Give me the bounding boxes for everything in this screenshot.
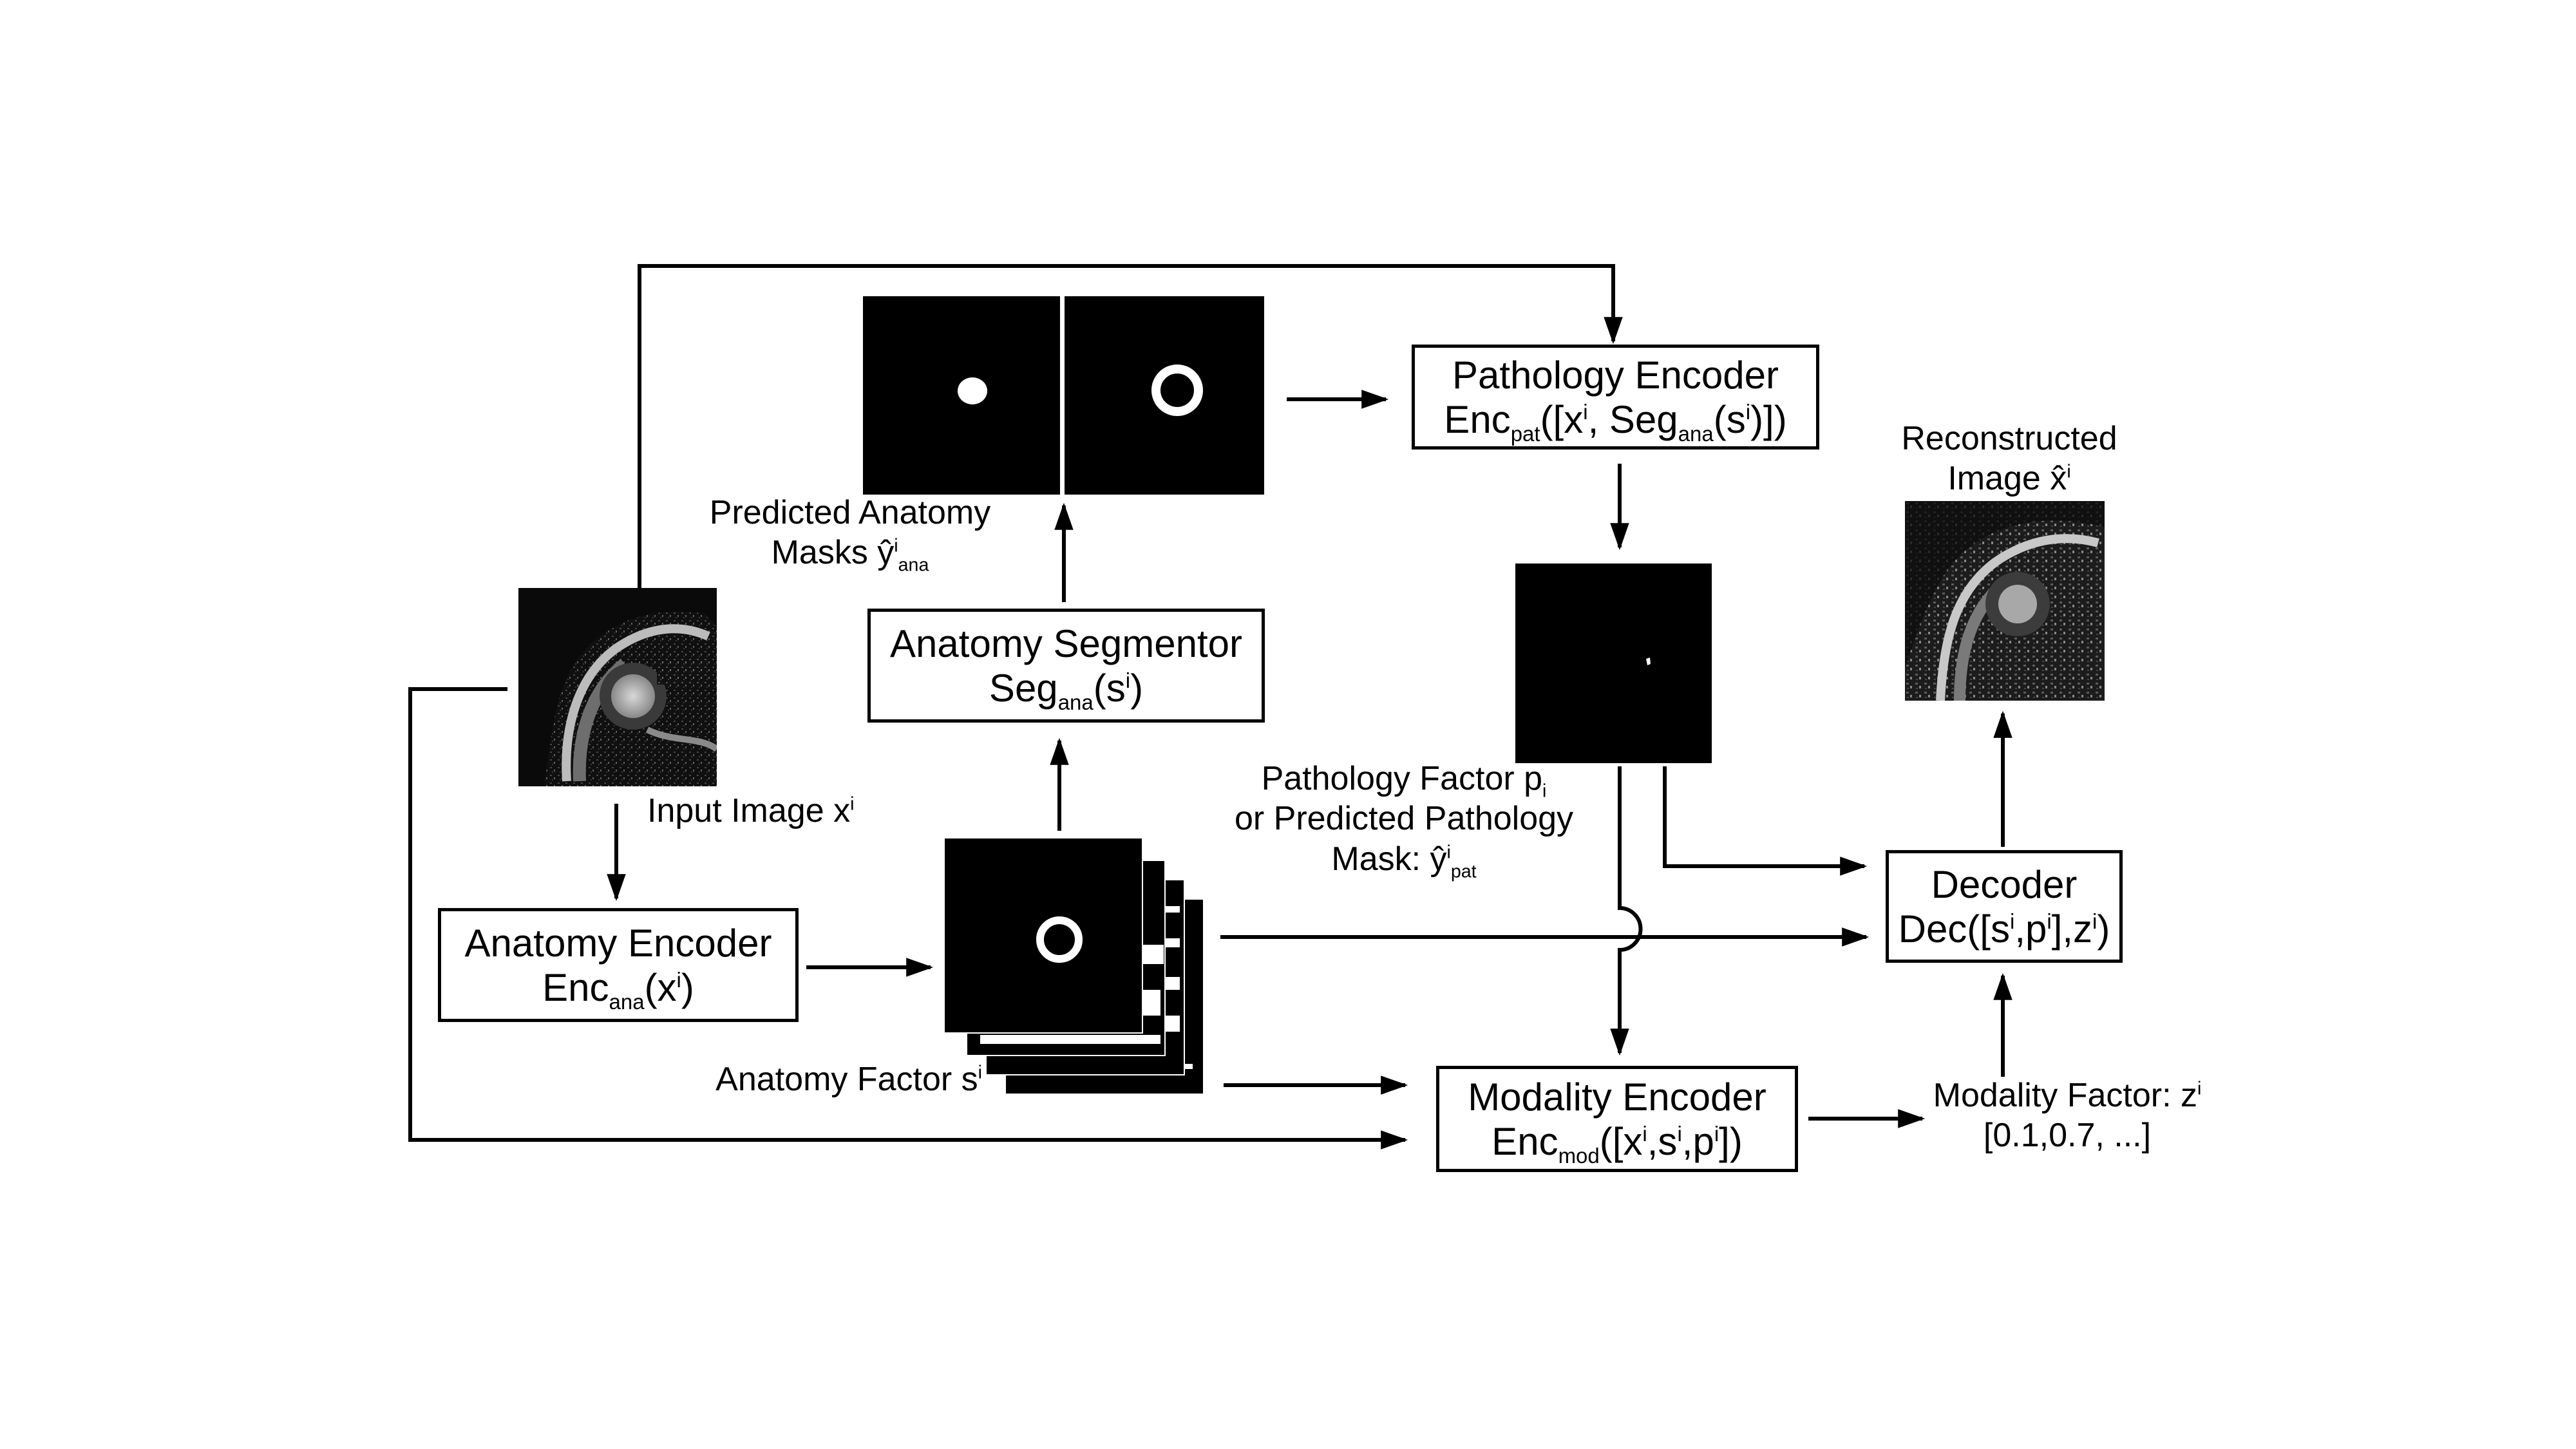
anatomy-segmentor-formula: Segana(si) xyxy=(989,666,1144,714)
pathology-factor-label: Pathology Factor pi or Predicted Patholo… xyxy=(1234,760,1574,882)
arrow-input-to-modality-encoder xyxy=(408,687,1408,1150)
input-mri-thumbnail xyxy=(518,588,717,786)
modality-factor-label: Modality Factor: zi [0.1,0.7, ...] xyxy=(1933,1077,2202,1155)
pathology-encoder-formula: Encpat([xi, Segana(si)]) xyxy=(1444,397,1787,446)
modality-encoder-formula: Encmod([xi,si,pi]) xyxy=(1492,1119,1743,1168)
myocardium-mask-icon xyxy=(1065,296,1264,495)
pathology-mask xyxy=(1515,564,1712,763)
anatomy-factor-stack xyxy=(943,837,1208,1101)
predicted-mask-blood-pool xyxy=(863,296,1060,495)
reconstructed-mri-thumbnail xyxy=(1905,501,2105,701)
pathology-mask-icon xyxy=(1515,564,1712,763)
anatomy-segmentor-box: Anatomy Segmentor Segana(si) xyxy=(867,609,1265,723)
anatomy-encoder-formula: Encana(xi) xyxy=(542,965,694,1014)
pathology-encoder-title: Pathology Encoder xyxy=(1452,353,1779,397)
arrow-mask-to-decoder xyxy=(1663,766,1868,876)
factor-channel-1 xyxy=(943,837,1143,1034)
anatomy-encoder-title: Anatomy Encoder xyxy=(464,921,772,965)
decoder-title: Decoder xyxy=(1931,862,2078,906)
decoder-box: Decoder Dec([si,pi],zi) xyxy=(1886,850,2123,963)
anatomy-factor-label: Anatomy Factor si xyxy=(715,1061,982,1098)
reconstructed-image xyxy=(1905,501,2105,701)
arrow-input-to-pathology-encoder xyxy=(638,264,1623,596)
myocardium-channel-icon xyxy=(945,838,1142,1032)
predicted-mask-myocardium xyxy=(1065,296,1264,495)
anatomy-segmentor-title: Anatomy Segmentor xyxy=(890,621,1242,665)
anatomy-encoder-box: Anatomy Encoder Encana(xi) xyxy=(438,908,799,1022)
pathology-encoder-box: Pathology Encoder Encpat([xi, Segana(si)… xyxy=(1412,345,1819,450)
reconstructed-image-label: Reconstructed Image x̂i xyxy=(1901,420,2117,498)
arrow-mask-to-modality-encoder xyxy=(1610,766,1643,1056)
blood-pool-mask-icon xyxy=(863,296,1060,495)
predicted-anatomy-label: Predicted Anatomy Masks ŷiana xyxy=(709,494,991,576)
input-image-label: Input Image xi xyxy=(647,792,855,829)
modality-encoder-title: Modality Encoder xyxy=(1468,1075,1766,1119)
input-image xyxy=(518,588,717,786)
decoder-formula: Dec([si,pi],zi) xyxy=(1898,907,2110,951)
modality-encoder-box: Modality Encoder Encmod([xi,si,pi]) xyxy=(1436,1066,1798,1172)
